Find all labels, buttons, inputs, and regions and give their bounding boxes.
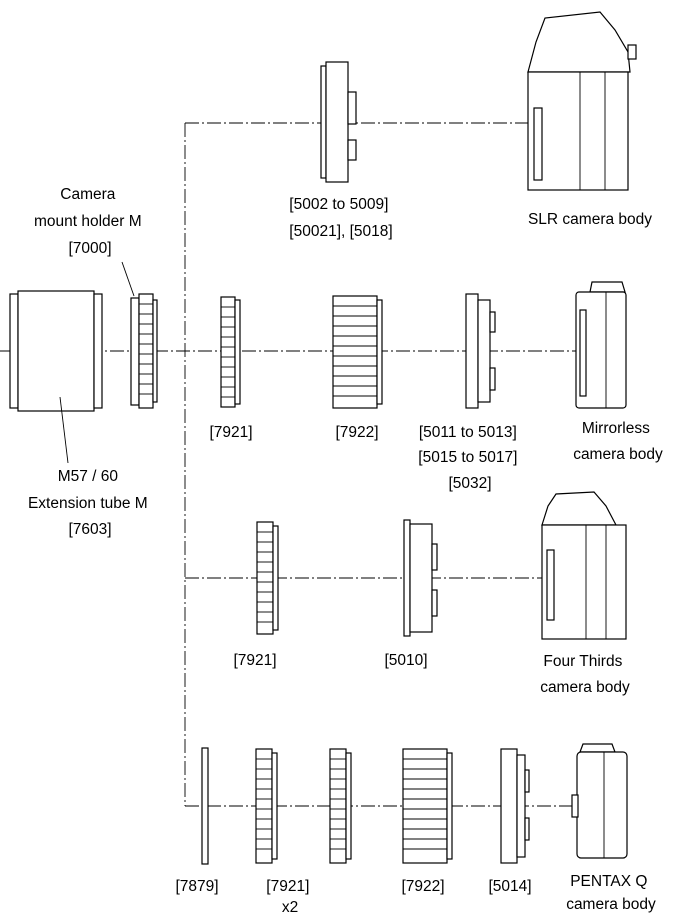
q-7879-label: [7879] [175,878,218,895]
mount-holder-label: Camera mount holder M [7000] [34,186,146,257]
fourthirds-adapter [403,519,438,637]
fourthirds-7921-label: [7921] [233,652,276,669]
slr-body-label: SLR camera body [528,211,652,228]
q-adapter-label: [5014] [488,878,531,895]
extension-tube-label: M57 / 60 Extension tube M [7603] [28,468,152,538]
fourthirds-body-label: Four Thirds camera body [540,653,630,696]
q-adapter [500,748,530,864]
q-7922-tube [402,748,453,864]
q-7922-label: [7922] [401,878,444,895]
mirrorless-adapter-label: [5011 to 5013] [5015 to 5017] [5032] [418,424,521,492]
mirrorless-body-label: Mirrorless camera body [573,420,663,463]
fourthirds-7921-ring [256,521,279,635]
q-7921-label: [7921] x2 [266,878,313,915]
mirrorless-7921-label: [7921] [209,424,252,441]
q-7921-ring-2 [329,748,352,864]
mirrorless-7921-ring [220,296,241,408]
slr-adapter-label: [5002 to 5009] [50021], [5018] [289,196,392,240]
q-camera-body-icon [571,743,628,859]
mount-holder [121,261,158,409]
extension-tube [9,290,103,464]
slr-camera-body-icon [527,11,637,191]
mirrorless-adapter [465,293,496,409]
fourthirds-camera-body-icon [541,491,627,640]
fourthirds-adapter-label: [5010] [384,652,427,669]
mirrorless-7922-label: [7922] [335,424,378,441]
mirrorless-camera-body-icon [575,281,627,409]
slr-adapter [320,61,357,183]
q-body-label: PENTAX Q camera body [566,873,656,913]
q-7921-ring-1 [255,748,278,864]
q-7879-spacer [201,747,209,865]
mirrorless-7922-tube [332,295,383,409]
